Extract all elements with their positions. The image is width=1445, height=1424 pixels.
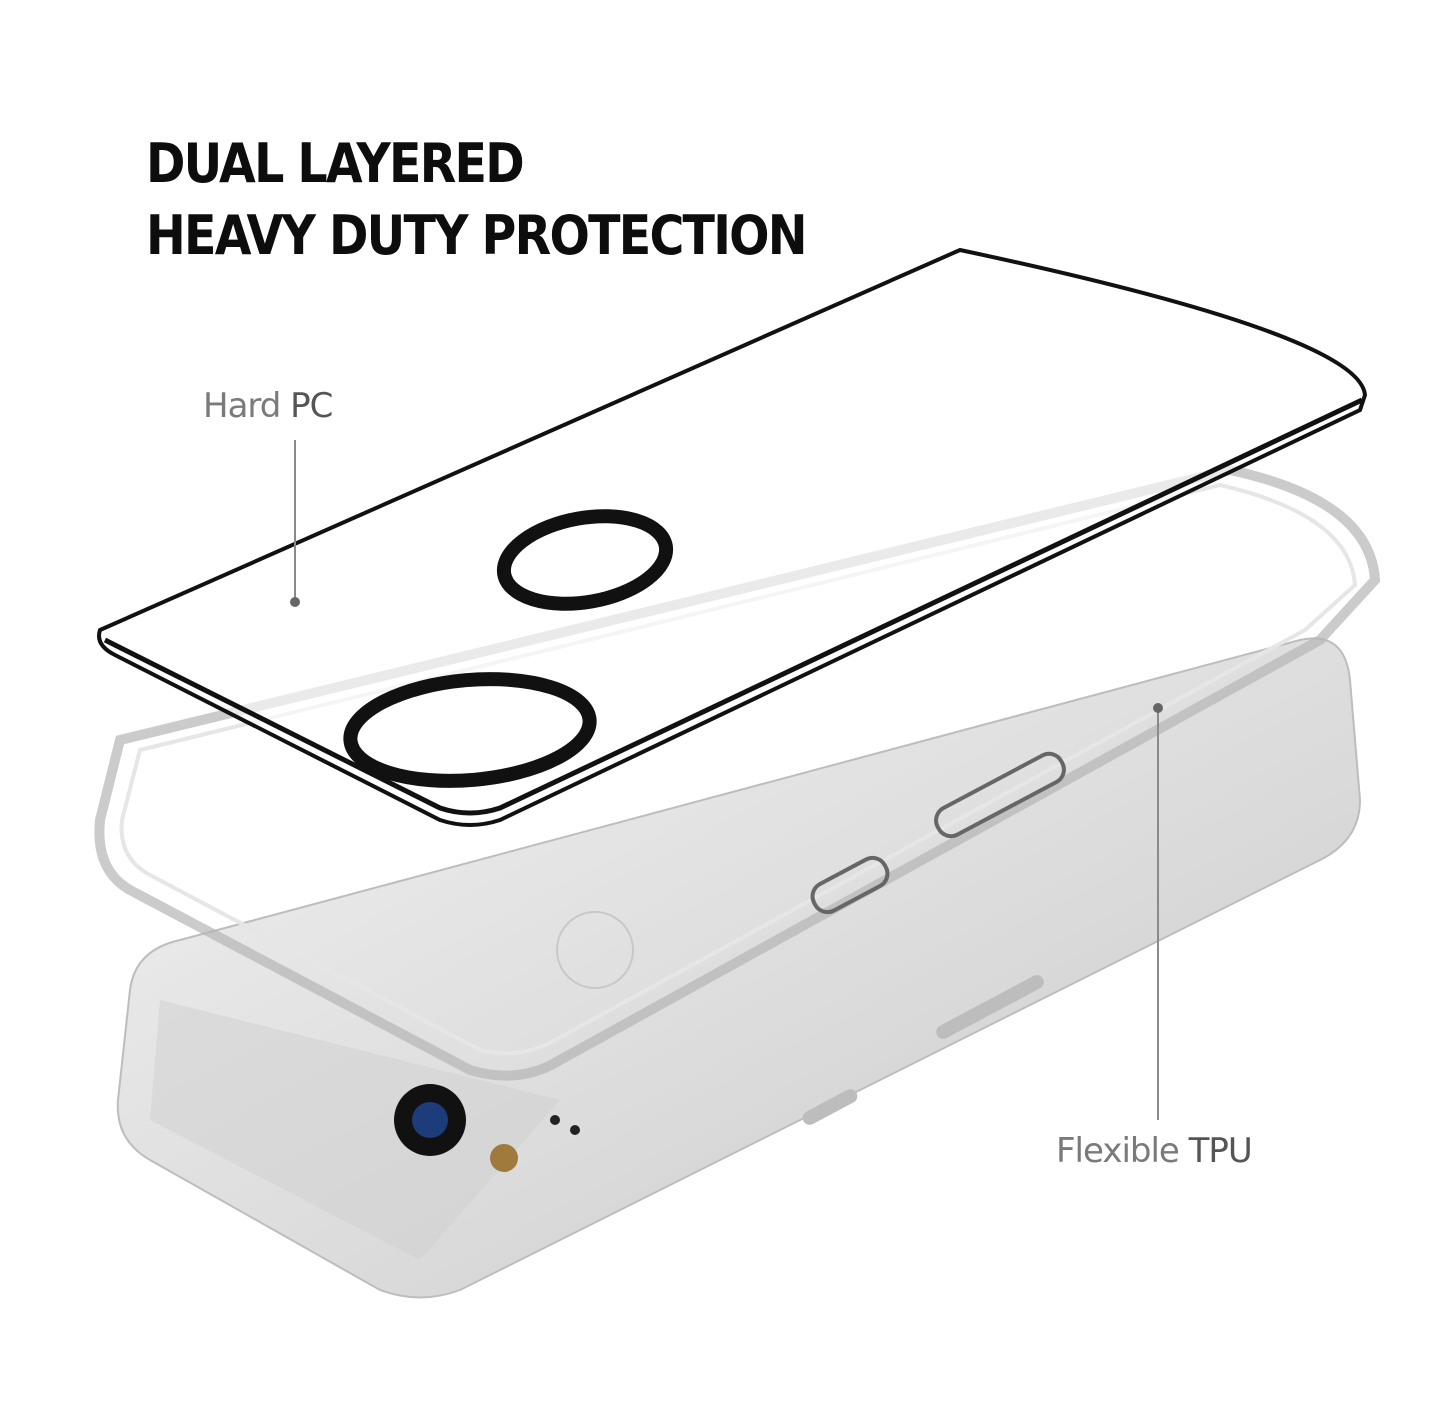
flexible-tpu-light: Flexible [1056, 1131, 1189, 1171]
headline-line-2: HEAVY DUTY PROTECTION [146, 204, 808, 267]
hard-pc-plate [97, 247, 1368, 827]
hard-pc-bold: PC [290, 386, 333, 426]
headline-line-1: DUAL LAYERED [146, 132, 525, 195]
flexible-tpu-bold: TPU [1188, 1131, 1253, 1171]
phone-body [116, 637, 1362, 1299]
callout-lines [290, 440, 1163, 1120]
headline: DUAL LAYERED HEAVY DUTY PROTECTION [146, 128, 808, 272]
tpu-bumper [94, 464, 1381, 1081]
hard-pc-callout: Hard PC [203, 386, 333, 426]
hard-pc-light: Hard [203, 386, 291, 426]
flexible-tpu-callout: Flexible TPU [1056, 1131, 1253, 1171]
